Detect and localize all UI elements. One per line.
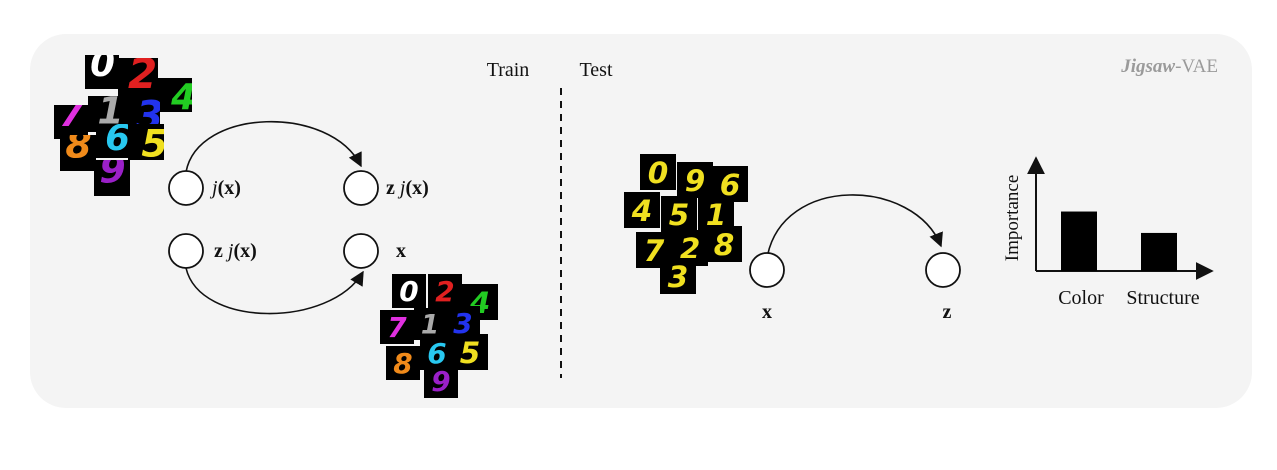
digit-tile-background bbox=[414, 308, 446, 340]
digit-tile-background bbox=[428, 274, 462, 308]
digit-tile-background bbox=[158, 78, 192, 112]
train-top-arrow bbox=[185, 120, 362, 173]
node-z-test bbox=[925, 252, 961, 288]
digit-tile-background bbox=[54, 105, 88, 139]
digit-tile: 3 bbox=[660, 258, 696, 294]
digit-glyph: 0 bbox=[648, 156, 669, 190]
digit-tile-background bbox=[118, 58, 158, 98]
node-x-test bbox=[749, 252, 785, 288]
digit-glyph: 2 bbox=[128, 49, 157, 98]
digit-tile: 0 bbox=[85, 44, 119, 89]
node-x-bottom-right bbox=[343, 233, 379, 269]
digit-glyph: 7 bbox=[59, 94, 84, 135]
digit-tile: 6 bbox=[96, 118, 130, 159]
digit-tile-background bbox=[96, 124, 130, 158]
digit-tile: 5 bbox=[128, 121, 167, 165]
digit-tile-background bbox=[380, 310, 414, 344]
node-zjx-top-right bbox=[343, 170, 379, 206]
digit-tile-background bbox=[386, 346, 420, 380]
digit-tile: 7 bbox=[54, 94, 88, 139]
digit-tile: 8 bbox=[706, 226, 742, 262]
digit-tile-background bbox=[424, 364, 458, 398]
digit-glyph: 4 bbox=[170, 77, 196, 118]
tick-label-color: Color bbox=[1058, 287, 1104, 309]
digit-tile-background bbox=[624, 192, 660, 228]
train-label: Train bbox=[487, 59, 530, 81]
label-jx-top-left: j(x) bbox=[209, 177, 241, 199]
digit-tile: 2 bbox=[428, 274, 462, 308]
digit-tile-background bbox=[661, 196, 697, 232]
digit-glyph: 5 bbox=[460, 336, 481, 370]
digit-glyph: 8 bbox=[393, 347, 412, 380]
node-zjx-bottom-left bbox=[168, 233, 204, 269]
digit-glyph: 9 bbox=[99, 147, 125, 191]
digit-glyph: 6 bbox=[427, 337, 446, 370]
figure-title: Jigsaw-VAE bbox=[1120, 56, 1218, 77]
label-x-test: x bbox=[762, 301, 772, 323]
tick-label-structure: Structure bbox=[1126, 287, 1199, 309]
digit-glyph: 6 bbox=[720, 168, 741, 202]
digit-tile-background bbox=[660, 258, 696, 294]
digit-tile-background bbox=[128, 124, 164, 160]
digit-tile: 5 bbox=[661, 196, 697, 232]
digit-glyph: 0 bbox=[90, 44, 115, 85]
digit-glyph: 7 bbox=[387, 311, 407, 344]
digit-glyph: 9 bbox=[685, 164, 706, 198]
digit-glyph: 0 bbox=[399, 275, 418, 308]
digit-tile-background bbox=[60, 135, 96, 171]
digit-glyph: 1 bbox=[706, 198, 727, 232]
digit-glyph: 2 bbox=[435, 275, 454, 308]
digit-tile-background bbox=[706, 226, 742, 262]
bar-structure bbox=[1141, 232, 1177, 271]
digit-glyph: 8 bbox=[714, 228, 735, 262]
chart-y-label: Importance bbox=[1002, 175, 1023, 262]
label-x-bottom-right: x bbox=[396, 240, 406, 262]
digit-glyph: 2 bbox=[680, 232, 701, 266]
digit-tile: 7 bbox=[380, 310, 414, 344]
digit-tile: 8 bbox=[60, 122, 96, 171]
digit-tile-background bbox=[94, 160, 130, 196]
digit-glyph: 7 bbox=[644, 234, 665, 268]
digit-glyph: 3 bbox=[453, 307, 472, 340]
digit-glyph: 5 bbox=[669, 198, 690, 232]
digit-tile: 9 bbox=[94, 147, 130, 196]
digit-tile: 9 bbox=[677, 162, 713, 198]
digit-tile: 0 bbox=[392, 274, 426, 308]
digit-tile: 4 bbox=[624, 192, 660, 228]
test-arrow bbox=[766, 194, 943, 259]
digit-tile: 2 bbox=[672, 230, 708, 266]
digit-glyph: 4 bbox=[631, 194, 653, 228]
digit-tile: 9 bbox=[424, 364, 458, 398]
bar-color bbox=[1061, 211, 1097, 271]
digit-glyph: 9 bbox=[431, 365, 450, 398]
node-jx-top-left bbox=[168, 170, 204, 206]
digit-tile-background bbox=[392, 274, 426, 308]
digit-tile: 2 bbox=[118, 49, 158, 98]
importance-bar-chart: Importance Color Structure bbox=[1002, 156, 1214, 309]
digit-tile-background bbox=[640, 154, 676, 190]
digit-glyph: 1 bbox=[421, 311, 439, 341]
train-bottom-arrow bbox=[185, 267, 364, 315]
digit-glyph: 3 bbox=[668, 260, 689, 294]
digit-tile: 1 bbox=[414, 308, 446, 341]
digit-tile: 0 bbox=[640, 154, 676, 190]
digit-glyph: 6 bbox=[105, 118, 130, 159]
digit-glyph: 8 bbox=[65, 122, 91, 166]
digit-tile-background bbox=[677, 162, 713, 198]
label-z-test: z bbox=[943, 301, 952, 323]
digit-tile: 4 bbox=[158, 77, 196, 118]
digit-tile-background bbox=[85, 55, 119, 89]
digit-glyph: 5 bbox=[141, 121, 167, 165]
test-label: Test bbox=[579, 59, 612, 81]
digit-tile: 7 bbox=[636, 232, 672, 268]
digit-tile: 8 bbox=[386, 346, 420, 380]
